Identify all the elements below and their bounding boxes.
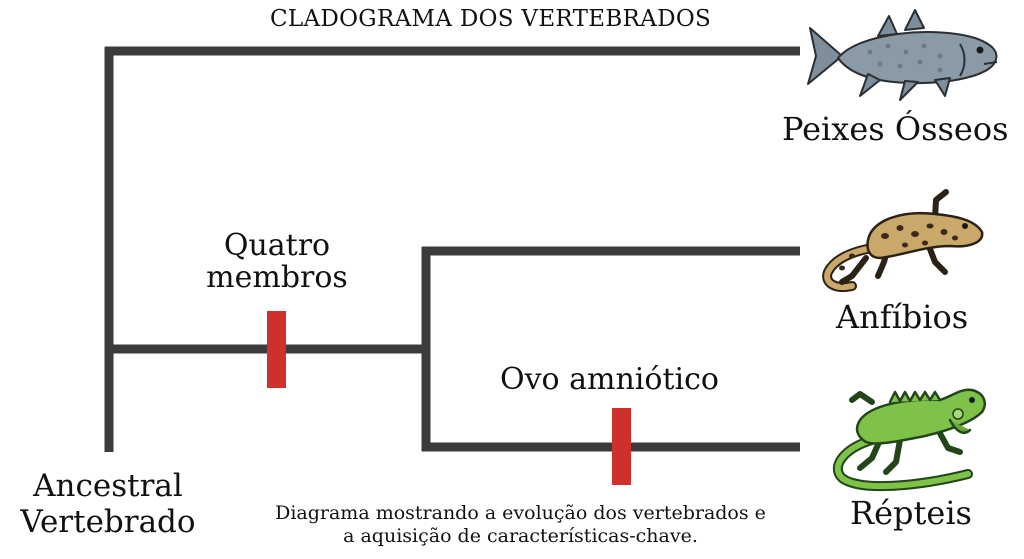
trait-label-four-limbs: Quatro membros: [192, 230, 362, 294]
diagram-caption: Diagrama mostrando a evolução dos verteb…: [248, 502, 793, 548]
trait-label-amniotic-egg: Ovo amniótico: [500, 362, 719, 397]
iguana-icon: [832, 388, 986, 492]
four-limbs-marker: [267, 311, 286, 388]
coelacanth-fish-icon: [807, 9, 998, 101]
root-label-line2: Vertebrado: [20, 504, 196, 540]
root-label-line1: Ancestral: [33, 468, 183, 504]
trait-label-four-limbs-line1: Quatro: [223, 228, 331, 263]
amniotic-egg-marker: [612, 408, 631, 485]
taxon-label-amphibians: Anfíbios: [836, 298, 969, 336]
salamander-icon: [822, 189, 984, 292]
root-label: Ancestral Vertebrado: [8, 468, 208, 540]
caption-line2: a aquisição de características-chave.: [343, 525, 698, 547]
taxon-label-fish: Peixes Ósseos: [782, 110, 1009, 148]
trait-label-four-limbs-line2: membros: [206, 260, 348, 295]
taxon-label-reptiles: Répteis: [850, 494, 972, 532]
diagram-title: CLADOGRAMA DOS VERTEBRADOS: [270, 6, 712, 32]
caption-line1: Diagrama mostrando a evolução dos verteb…: [275, 502, 766, 524]
